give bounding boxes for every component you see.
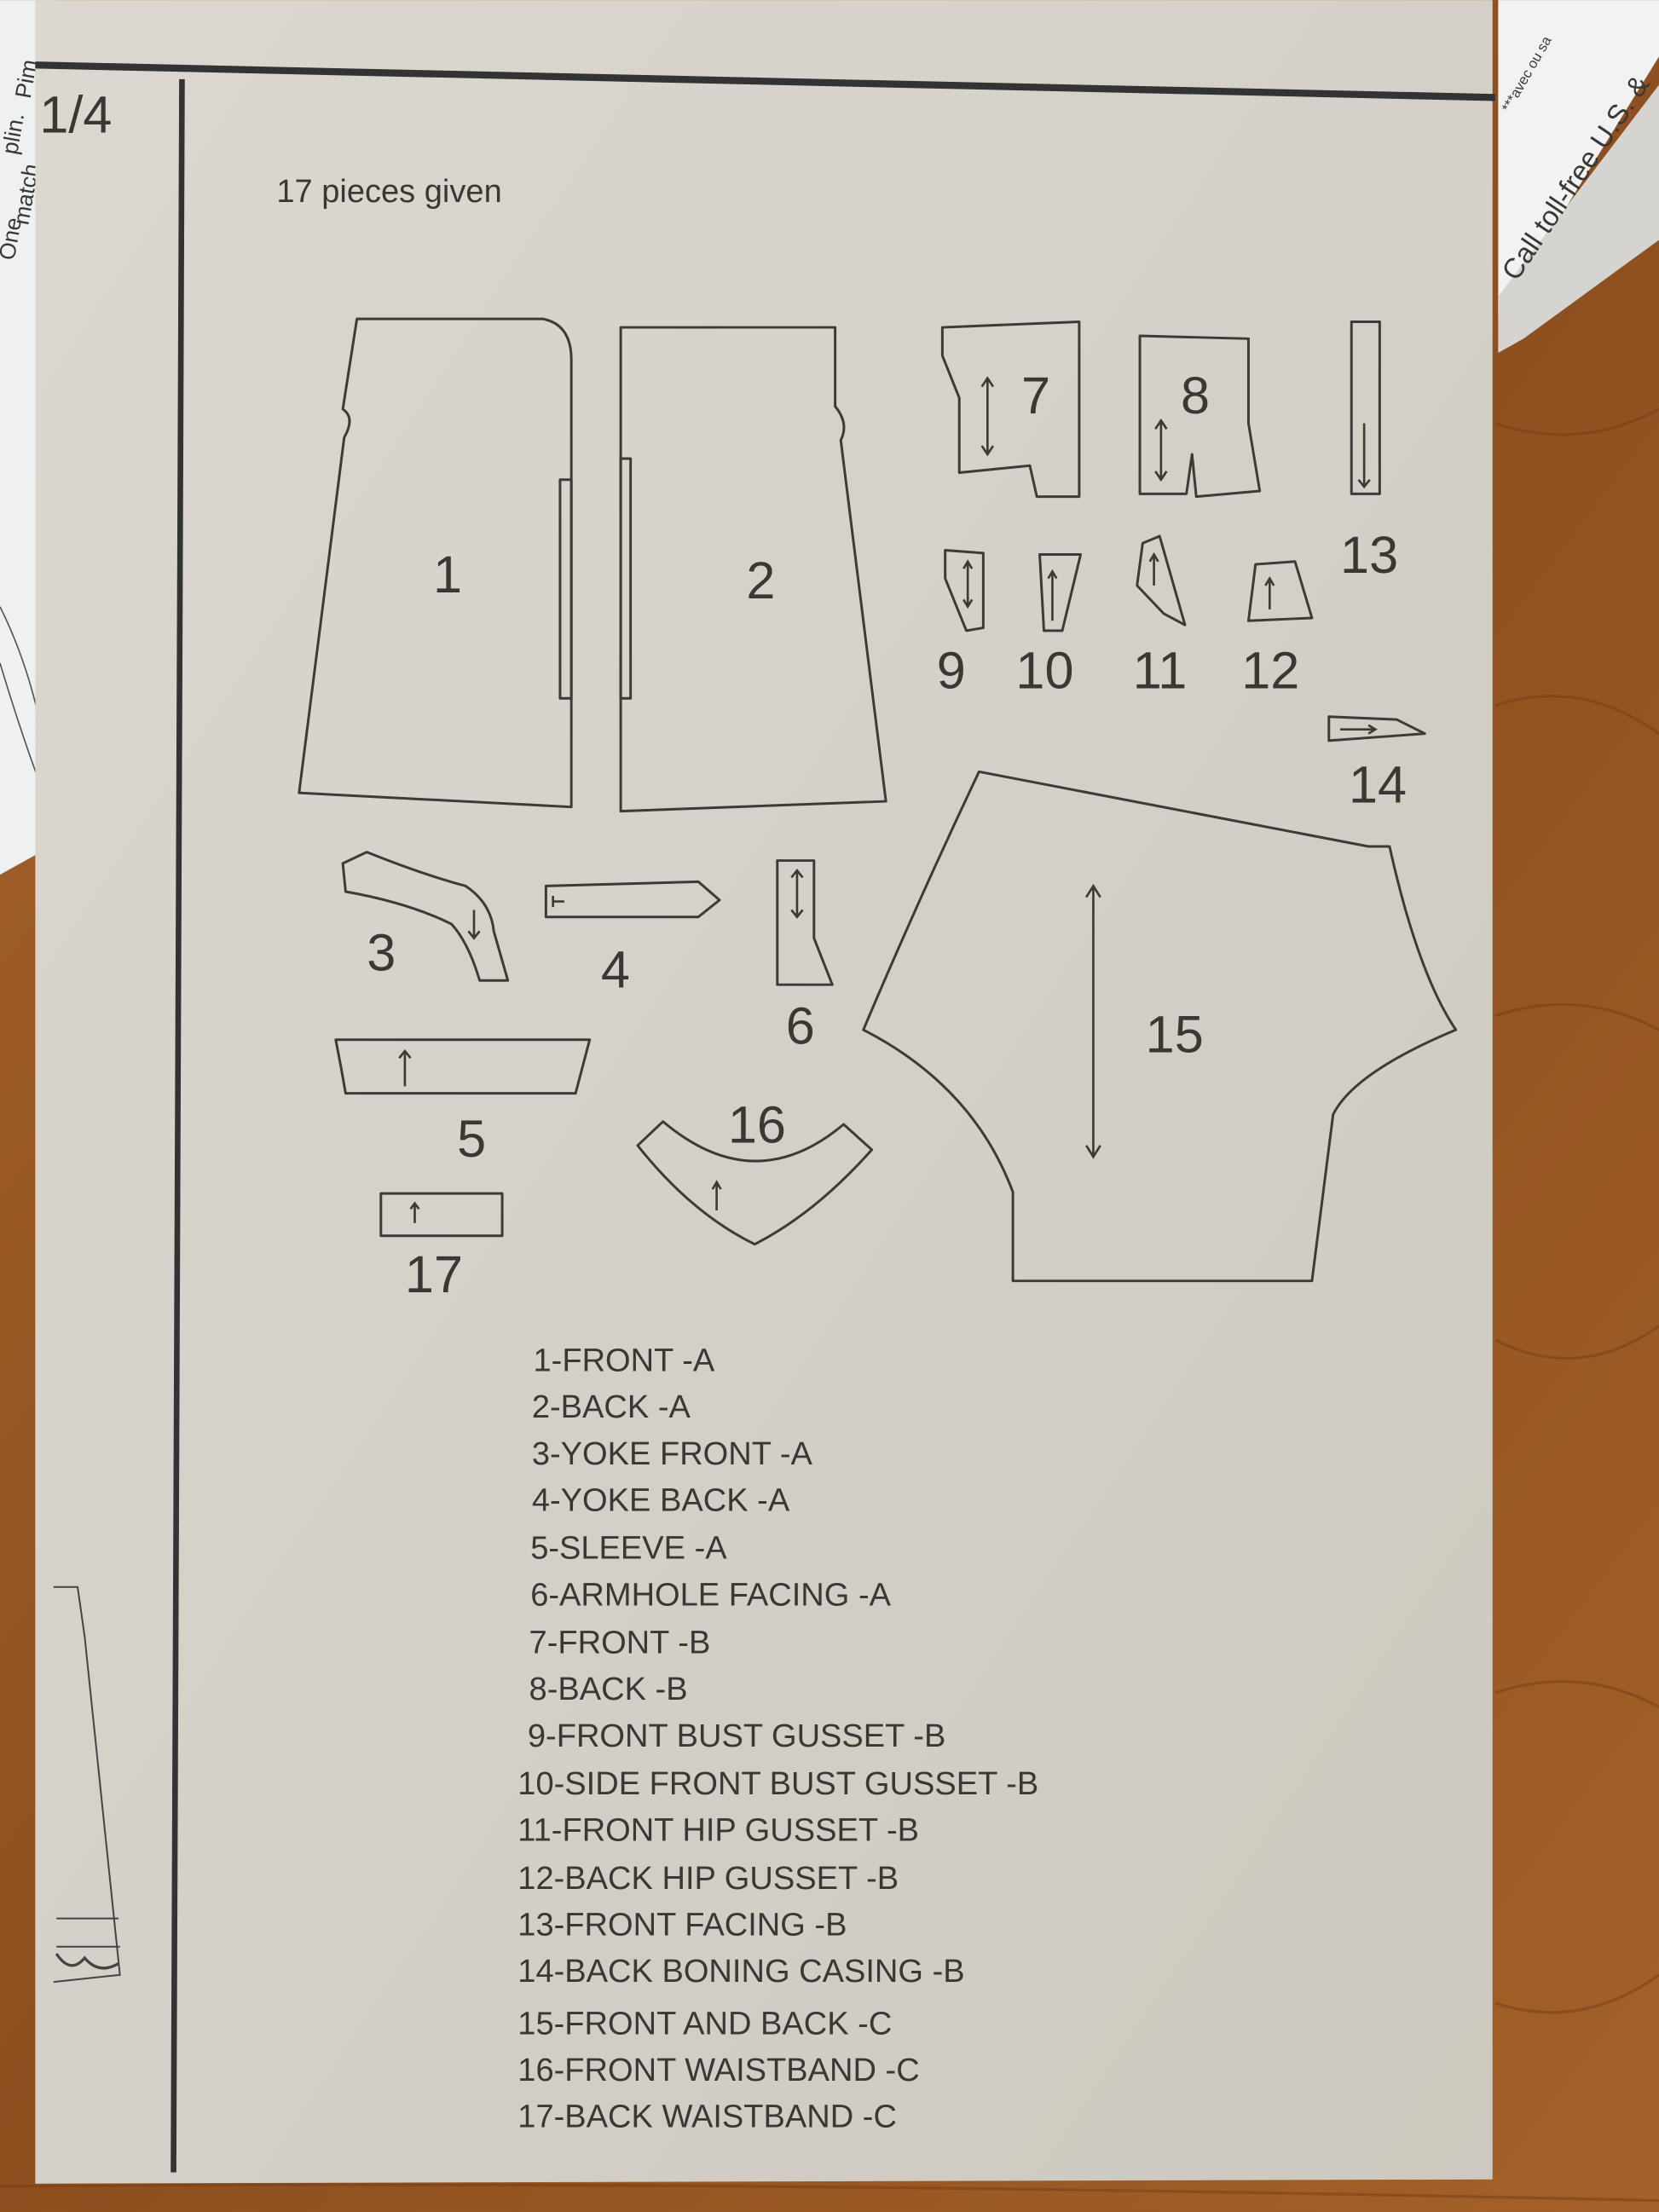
piece-list-item: 6-ARMHOLE FACING -A bbox=[530, 1577, 891, 1613]
piece-17: 17 bbox=[379, 1192, 504, 1303]
skirt-illustration bbox=[53, 1585, 121, 1984]
piece-list-item: 13-FRONT FACING -B bbox=[517, 1908, 847, 1943]
piece-list-item: 16-FRONT WAISTBAND -C bbox=[517, 2053, 919, 2088]
wood-grain bbox=[0, 407, 1659, 2203]
piece-number: 1 bbox=[433, 546, 462, 604]
piece-9: 9 bbox=[937, 549, 985, 700]
piece-number: 3 bbox=[367, 924, 396, 982]
page-fraction: 1/4 bbox=[39, 86, 112, 144]
piece-list-item: 1-FRONT -A bbox=[534, 1343, 715, 1379]
piece-10: 10 bbox=[1015, 552, 1083, 700]
piece-list-item: 5-SLEEVE -A bbox=[530, 1531, 727, 1567]
piece-number: 9 bbox=[937, 642, 966, 700]
piece-list-item: 12-BACK HIP GUSSET -B bbox=[517, 1861, 899, 1897]
piece-number: 8 bbox=[1181, 367, 1210, 424]
top-rule bbox=[35, 61, 1496, 101]
piece-number: 6 bbox=[786, 997, 815, 1055]
envelope bbox=[35, 0, 1493, 2184]
piece-list-item: 8-BACK -B bbox=[529, 1672, 688, 1707]
piece-list-item: 4-YOKE BACK -A bbox=[532, 1482, 790, 1518]
piece-15: 15 bbox=[862, 770, 1458, 1283]
piece-7: 7 bbox=[940, 320, 1081, 499]
piece-1: 1 bbox=[298, 317, 573, 809]
piece-number: 17 bbox=[405, 1245, 463, 1303]
piece-6: 6 bbox=[776, 859, 834, 1055]
left-rule bbox=[171, 78, 185, 2173]
piece-number: 4 bbox=[601, 941, 630, 999]
piece-list-item: 17-BACK WAISTBAND -C bbox=[517, 2099, 897, 2135]
pieces-count: 17 pieces given bbox=[276, 174, 501, 210]
piece-list-item: 11-FRONT HIP GUSSET -B bbox=[517, 1813, 919, 1849]
piece-2: 2 bbox=[619, 326, 887, 813]
piece-14: 14 bbox=[1327, 715, 1426, 814]
piece-8: 8 bbox=[1138, 334, 1262, 499]
piece-number: 2 bbox=[746, 552, 775, 609]
piece-12: 12 bbox=[1241, 560, 1314, 700]
piece-list: 1-FRONT -A 2-BACK -A 3-YOKE FRONT -A 4-Y… bbox=[517, 1343, 1038, 2135]
piece-number: 10 bbox=[1015, 642, 1073, 700]
piece-number: 11 bbox=[1133, 642, 1188, 700]
piece-5: 5 bbox=[334, 1038, 592, 1168]
piece-3: 3 bbox=[341, 851, 510, 982]
piece-list-item: 7-FRONT -B bbox=[529, 1626, 711, 1661]
piece-number: 7 bbox=[1021, 367, 1050, 424]
piece-list-item: 10-SIDE FRONT BUST GUSSET -B bbox=[517, 1766, 1038, 1802]
piece-11: 11 bbox=[1133, 534, 1188, 700]
piece-list-item: 15-FRONT AND BACK -C bbox=[517, 2006, 892, 2042]
piece-number: 12 bbox=[1241, 642, 1299, 700]
piece-list-item: 3-YOKE FRONT -A bbox=[532, 1436, 813, 1472]
piece-list-item: 9-FRONT BUST GUSSET -B bbox=[528, 1718, 945, 1754]
right-papers: Call toll-free U.S. & ***avec ou sa bbox=[1496, 0, 1659, 353]
piece-number: 16 bbox=[728, 1096, 786, 1154]
piece-list-item: 2-BACK -A bbox=[532, 1389, 691, 1425]
piece-4: 4 bbox=[544, 880, 721, 999]
piece-number: 13 bbox=[1340, 526, 1398, 584]
piece-number: 14 bbox=[1349, 756, 1407, 814]
piece-list-item: 14-BACK BONING CASING -B bbox=[517, 1954, 964, 1990]
piece-16: 16 bbox=[636, 1096, 874, 1246]
piece-13: 13 bbox=[1340, 320, 1398, 584]
piece-number: 5 bbox=[457, 1110, 486, 1168]
piece-number: 15 bbox=[1146, 1006, 1204, 1064]
